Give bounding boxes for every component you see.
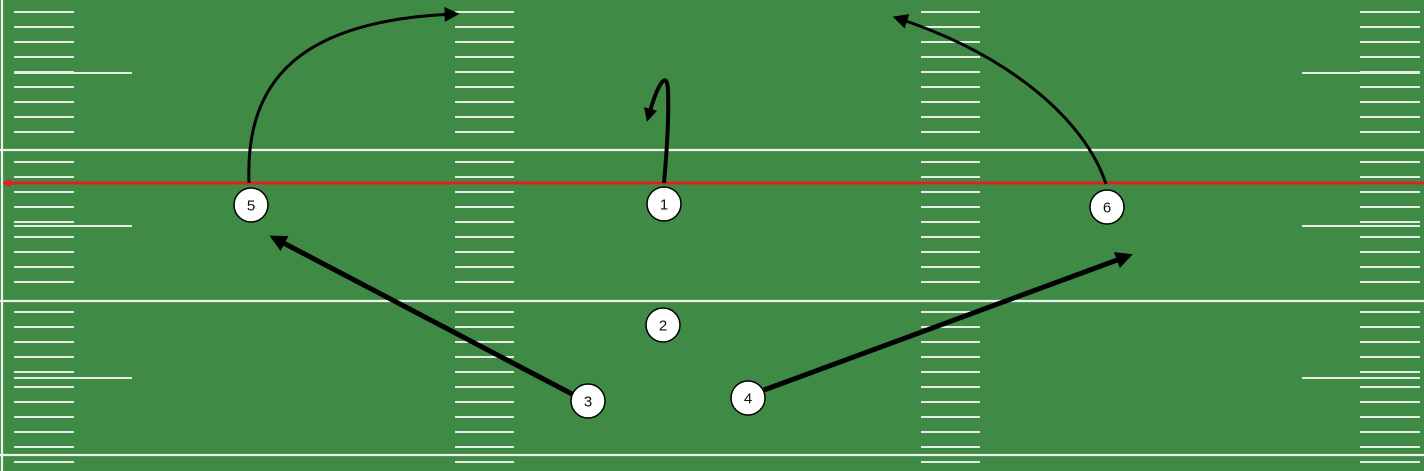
route-3 [269, 235, 574, 397]
player-4[interactable]: 4 [730, 380, 766, 416]
player-1[interactable]: 1 [646, 186, 682, 222]
player-4-label: 4 [744, 391, 752, 408]
route-5 [247, 6, 460, 184]
route-4 [763, 252, 1133, 393]
route-1 [643, 78, 671, 184]
player-6-label: 6 [1103, 200, 1111, 217]
player-2[interactable]: 2 [645, 307, 681, 343]
player-5-label: 5 [247, 198, 255, 215]
player-5[interactable]: 5 [233, 187, 269, 223]
player-1-label: 1 [660, 197, 668, 214]
player-2-label: 2 [659, 318, 667, 335]
player-6[interactable]: 6 [1089, 189, 1125, 225]
player-3-label: 3 [584, 394, 592, 411]
player-3[interactable]: 3 [570, 383, 606, 419]
hash-marks [14, 11, 1420, 463]
route-6 [892, 14, 1108, 185]
